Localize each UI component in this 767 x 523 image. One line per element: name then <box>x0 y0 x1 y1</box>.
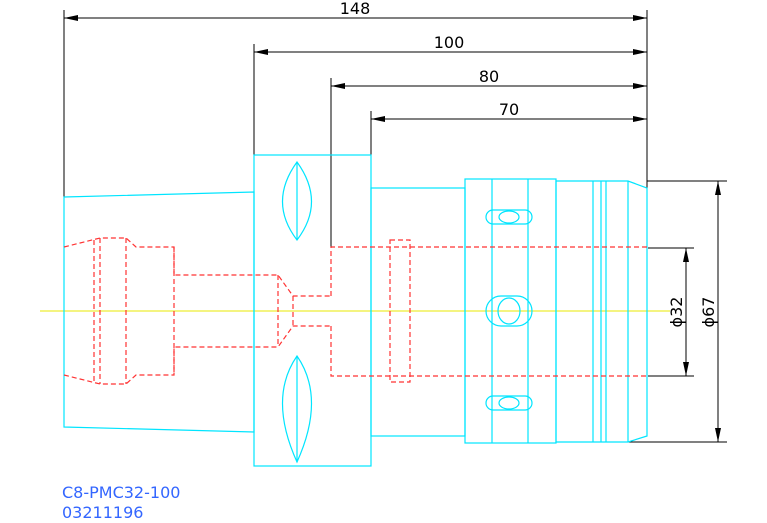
arrow-67-top <box>715 181 721 195</box>
arrow-67-bottom <box>715 428 721 442</box>
part-code: 03211196 <box>62 503 144 522</box>
dim-80-label: 80 <box>479 67 499 86</box>
arrow-80-right <box>633 83 647 89</box>
ring-hole-bottom <box>485 395 533 411</box>
arrow-100-left <box>254 49 268 55</box>
dimension-arrows <box>64 15 721 442</box>
ring-hole-top <box>485 209 533 225</box>
bore-groove <box>389 239 411 383</box>
ring-hole-middle <box>485 295 533 327</box>
dim-100-label: 100 <box>434 33 465 52</box>
dim-67-label: ϕ67 <box>699 297 718 328</box>
ring-hole-bottom-inner <box>498 396 520 410</box>
main-bore <box>330 246 647 377</box>
dim-70-label: 70 <box>499 100 519 119</box>
taper-shank <box>63 191 255 433</box>
hidden-lines <box>63 237 647 385</box>
arrow-80-left <box>331 83 345 89</box>
arrow-100-right <box>633 49 647 55</box>
arrow-70-right <box>633 116 647 122</box>
ring-hole-top-inner <box>498 210 520 224</box>
arrow-32-top <box>683 248 689 262</box>
arrow-70-left <box>371 116 385 122</box>
ring-hole-middle-inner <box>497 297 521 325</box>
arrow-148-left <box>64 15 78 21</box>
tool-outline <box>63 154 648 467</box>
dim-32-label: ϕ32 <box>667 297 686 328</box>
neck <box>370 187 466 437</box>
arrow-148-right <box>633 15 647 21</box>
part-number: C8-PMC32-100 <box>62 483 181 502</box>
dim-148-label: 148 <box>340 0 371 18</box>
arrow-32-bottom <box>683 362 689 376</box>
